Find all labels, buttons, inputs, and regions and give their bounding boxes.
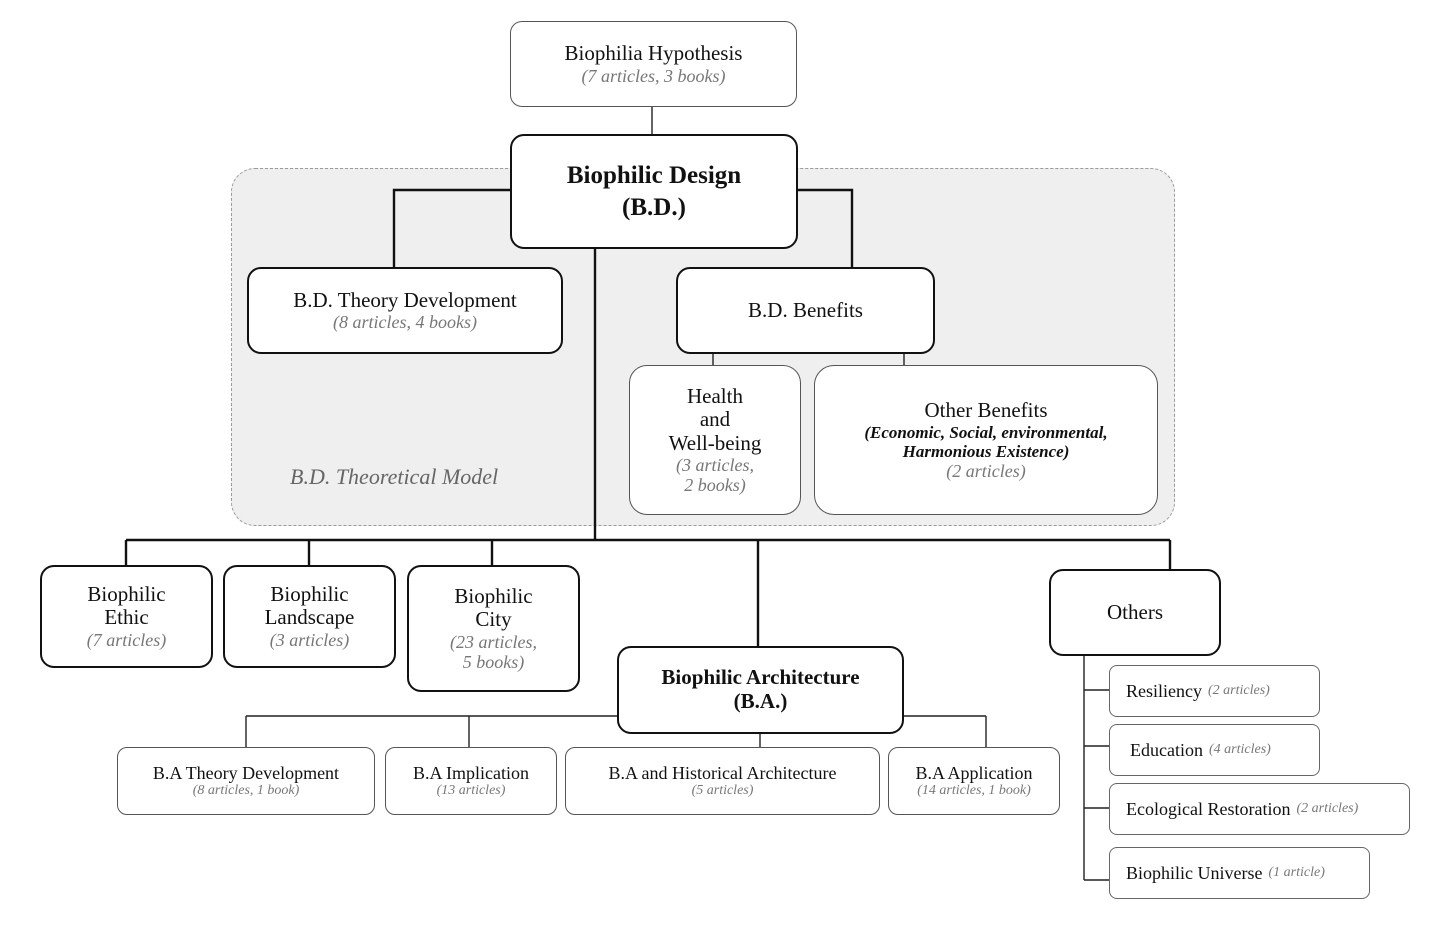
node-title: Biophilic <box>87 581 166 606</box>
node-title-2: and <box>699 407 731 432</box>
node-title: Biophilic <box>454 583 533 608</box>
node-title: B.D. Theory Development <box>293 287 517 312</box>
node-sub: (8 articles, 4 books) <box>333 312 477 333</box>
node-sub: (2 articles) <box>1296 801 1359 817</box>
node-title: Biophilic Design <box>566 161 742 189</box>
biophilic-architecture-node: Biophilic Architecture (B.A.) <box>617 646 904 734</box>
biophilia-hypothesis-node: Biophilia Hypothesis (7 articles, 3 book… <box>510 21 797 107</box>
node-title-2: Ethic <box>104 605 149 630</box>
node-title: B.A Theory Development <box>152 763 340 784</box>
node-sub: (4 articles) <box>1208 742 1271 758</box>
node-desc-2: Harmonious Existence) <box>902 441 1070 461</box>
node-sub: (7 articles, 3 books) <box>581 65 726 86</box>
biophilic-city-node: Biophilic City (23 articles, 5 books) <box>407 565 580 692</box>
node-title: Biophilic <box>270 581 349 606</box>
node-title-3: Well-being <box>668 430 762 455</box>
node-sub: (14 articles, 1 book) <box>917 783 1031 799</box>
node-sub: (1 article) <box>1268 865 1325 881</box>
ba-theory-development-node: B.A Theory Development (8 articles, 1 bo… <box>117 747 375 815</box>
node-sub-2: 2 books) <box>684 475 746 496</box>
others-node: Others <box>1049 569 1221 656</box>
node-title: Ecological Restoration <box>1126 798 1291 819</box>
node-sub: (5 articles) <box>691 783 754 799</box>
node-title-2: City <box>475 607 512 632</box>
node-sub: (3 articles) <box>269 629 350 650</box>
connector-bd-benefits <box>797 188 854 268</box>
node-title: Others <box>1107 599 1163 624</box>
biophilic-design-node: Biophilic Design (B.D.) <box>510 134 798 249</box>
biophilic-ethic-node: Biophilic Ethic (7 articles) <box>40 565 213 668</box>
node-title: B.A and Historical Architecture <box>608 763 837 784</box>
node-title: Biophilia Hypothesis <box>564 41 743 66</box>
biophilic-universe-node: Biophilic Universe (1 article) <box>1109 847 1370 899</box>
node-sub: (13 articles) <box>436 783 506 799</box>
health-wellbeing-node: Health and Well-being (3 articles, 2 boo… <box>629 365 801 515</box>
ba-implication-node: B.A Implication (13 articles) <box>385 747 557 815</box>
node-title: Education <box>1130 739 1203 760</box>
biophilic-landscape-node: Biophilic Landscape (3 articles) <box>223 565 396 668</box>
node-title: Other Benefits <box>924 398 1048 423</box>
resiliency-node: Resiliency (2 articles) <box>1109 665 1320 717</box>
ba-historical-architecture-node: B.A and Historical Architecture (5 artic… <box>565 747 880 815</box>
ba-application-node: B.A Application (14 articles, 1 book) <box>888 747 1060 815</box>
node-desc: (Economic, Social, environmental, <box>864 422 1108 442</box>
node-title: B.D. Benefits <box>748 297 863 322</box>
connector-bd-theory <box>392 188 512 268</box>
node-sub: (7 articles) <box>86 629 167 650</box>
node-sub: (2 articles) <box>1207 683 1270 699</box>
node-title: B.A Application <box>915 763 1033 784</box>
education-node: Education (4 articles) <box>1109 724 1320 776</box>
node-title-2: (B.D.) <box>622 193 686 221</box>
node-title: B.A Implication <box>413 763 529 784</box>
ecological-restoration-node: Ecological Restoration (2 articles) <box>1109 783 1410 835</box>
other-benefits-node: Other Benefits (Economic, Social, enviro… <box>814 365 1158 515</box>
bd-theory-development-node: B.D. Theory Development (8 articles, 4 b… <box>247 267 563 354</box>
region-label: B.D. Theoretical Model <box>290 464 499 489</box>
node-title: Biophilic Universe <box>1126 862 1263 883</box>
node-sub: (23 articles, <box>450 631 537 652</box>
bd-benefits-node: B.D. Benefits <box>676 267 935 354</box>
node-title-2: (B.A.) <box>733 689 788 713</box>
node-sub: (3 articles, <box>676 455 754 476</box>
node-sub: (8 articles, 1 book) <box>192 783 300 799</box>
node-sub-2: 5 books) <box>462 652 525 673</box>
node-title-2: Landscape <box>264 605 355 630</box>
node-title: Resiliency <box>1126 680 1202 701</box>
node-title: Biophilic Architecture <box>661 665 860 690</box>
node-sub: (2 articles) <box>946 460 1026 481</box>
node-title: Health <box>687 383 743 408</box>
